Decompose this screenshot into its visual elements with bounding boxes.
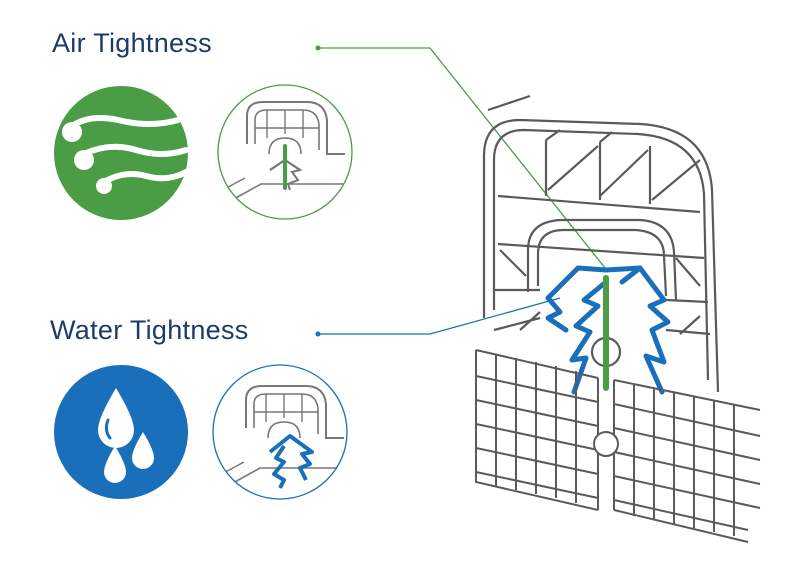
water-detail-thumbnail bbox=[212, 364, 348, 500]
water-leader-line bbox=[315, 297, 561, 337]
air-leader-line bbox=[315, 45, 606, 269]
air-tightness-title: Air Tightness bbox=[52, 28, 212, 58]
water-drops-icon bbox=[54, 365, 188, 499]
glazing-mesh bbox=[475, 349, 761, 543]
water-tightness-title: Water Tightness bbox=[50, 315, 249, 345]
window-profile-illustration bbox=[482, 94, 720, 393]
water-gasket bbox=[545, 265, 671, 395]
wind-icon bbox=[54, 86, 189, 220]
air-detail-thumbnail bbox=[217, 84, 353, 220]
